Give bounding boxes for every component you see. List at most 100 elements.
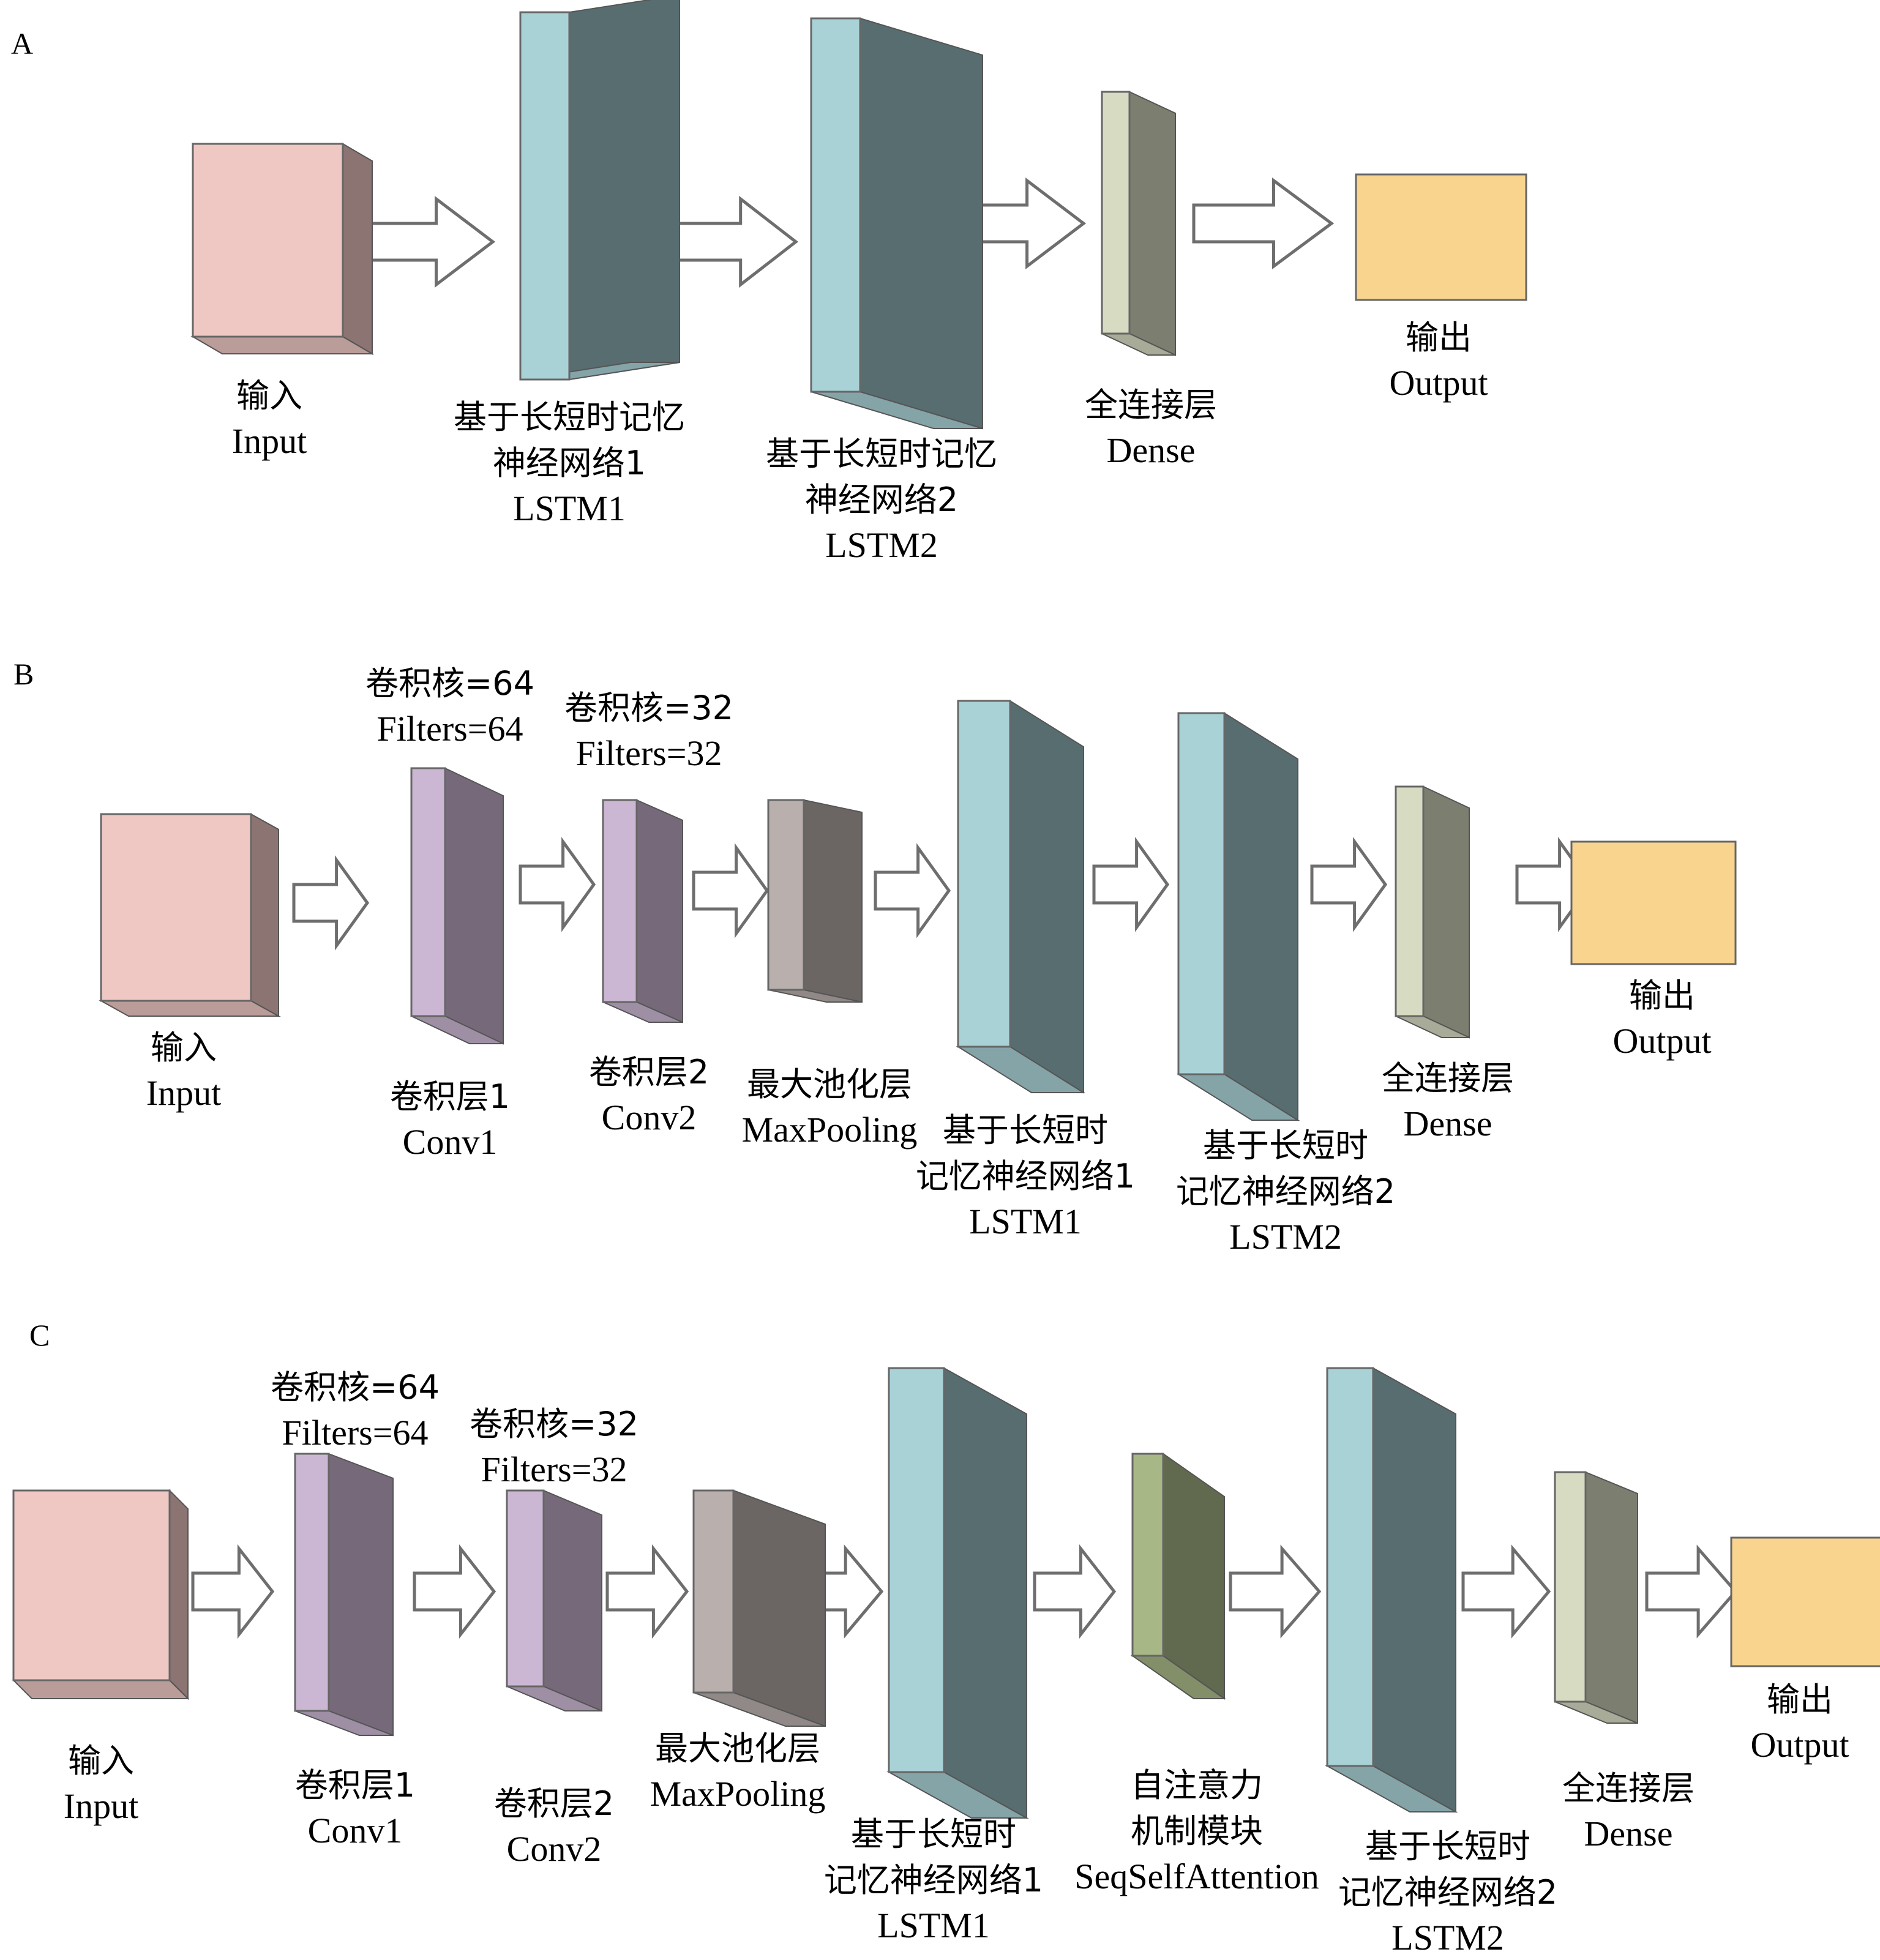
block-front-face — [12, 1489, 171, 1681]
block-front-face — [888, 1367, 945, 1773]
block-label: 最大池化层 — [655, 1729, 820, 1768]
block-label: 记忆神经网络2 — [1176, 1172, 1395, 1211]
block-front-face — [410, 767, 446, 1017]
block-dense-4 — [1101, 91, 1176, 356]
block-side-face — [859, 17, 983, 430]
block-label: 记忆神经网络1 — [916, 1157, 1135, 1195]
block-conv-3 — [506, 1489, 602, 1712]
block-label: LSTM1 — [513, 488, 626, 528]
filter-count-label: Filters=64 — [282, 1413, 429, 1453]
block-front-face — [1570, 840, 1737, 965]
block-label: 机制模块 — [1131, 1812, 1263, 1850]
block-label: 输出 — [1406, 318, 1472, 357]
block-label: 卷积层1 — [295, 1766, 415, 1805]
flow-arrow-icon — [1310, 837, 1388, 932]
block-label: Conv2 — [507, 1829, 602, 1869]
flow-arrow-icon — [519, 837, 596, 932]
flow-arrow-icon — [1645, 1544, 1738, 1639]
block-output-8 — [1570, 840, 1737, 965]
block-label: 输出 — [1767, 1680, 1833, 1719]
block-output-5 — [1355, 173, 1527, 301]
block-label: Dense — [1404, 1104, 1492, 1143]
block-label: Dense — [1584, 1814, 1673, 1853]
block-label: 记忆神经网络1 — [824, 1861, 1043, 1899]
block-label: Conv2 — [602, 1098, 697, 1137]
block-bottom-face — [99, 1000, 281, 1017]
block-label: 全连接层 — [1562, 1769, 1695, 1808]
block-label: 输入 — [236, 376, 302, 415]
flow-arrow-icon — [1461, 1544, 1551, 1639]
block-front-face — [192, 143, 344, 338]
block-front-face — [1355, 173, 1527, 301]
flow-arrow-icon — [292, 855, 370, 951]
block-side-face — [569, 0, 680, 381]
block-lstm-5 — [956, 700, 1086, 1094]
block-label: Input — [232, 421, 307, 461]
block-label: 卷积层1 — [390, 1077, 510, 1116]
block-label: 卷积层2 — [494, 1784, 614, 1823]
block-front-face — [692, 1489, 735, 1694]
block-label: MaxPooling — [742, 1110, 918, 1150]
block-front-face — [767, 799, 805, 991]
block-label: SeqSelfAttention — [1074, 1857, 1319, 1896]
block-side-face — [1373, 1367, 1456, 1813]
flow-arrow-icon — [356, 195, 496, 288]
block-dense-8 — [1554, 1471, 1638, 1724]
block-front-face — [1395, 785, 1425, 1017]
block-conv-2 — [410, 767, 504, 1045]
block-side-face — [543, 1489, 602, 1712]
block-label: 基于长短时 — [851, 1815, 1016, 1853]
block-label: LSTM1 — [969, 1202, 1082, 1241]
block-label: Output — [1389, 363, 1488, 403]
block-label: 输入 — [68, 1741, 134, 1780]
block-input-1 — [12, 1489, 190, 1700]
block-label: 最大池化层 — [747, 1065, 912, 1104]
block-side-face — [342, 143, 373, 355]
flow-arrow-icon — [605, 1544, 689, 1639]
block-attention-6 — [1130, 1453, 1227, 1700]
block-label: 基于长短时 — [1203, 1126, 1368, 1165]
filter-count-label: 卷积核=32 — [470, 1405, 639, 1443]
block-front-face — [100, 813, 252, 1002]
block-lstm-6 — [1176, 712, 1300, 1121]
filter-count-label: 卷积核=64 — [365, 664, 534, 703]
block-side-face — [444, 767, 504, 1045]
block-label: Conv1 — [403, 1122, 498, 1162]
block-side-face — [1009, 700, 1084, 1094]
block-label: Conv1 — [308, 1811, 403, 1850]
panel-label: B — [13, 657, 34, 691]
block-label: 神经网络2 — [805, 481, 958, 519]
block-label: 基于长短时记忆 — [766, 435, 997, 473]
block-side-face — [733, 1489, 826, 1727]
block-label: 神经网络1 — [493, 444, 646, 482]
block-front-face — [506, 1489, 545, 1688]
flow-arrow-icon — [692, 843, 770, 938]
block-conv-3 — [602, 799, 683, 1023]
flow-arrow-icon — [662, 195, 799, 288]
filter-count-label: Filters=32 — [576, 733, 722, 773]
block-front-face — [957, 700, 1011, 1048]
block-label: LSTM2 — [1229, 1217, 1342, 1257]
flow-arrow-icon — [874, 843, 951, 938]
block-bottom-face — [190, 336, 375, 354]
block-label: 记忆神经网络2 — [1338, 1873, 1557, 1912]
block-side-face — [328, 1453, 394, 1737]
block-label: 输出 — [1629, 976, 1695, 1015]
block-side-face — [1129, 91, 1176, 356]
block-lstm-7 — [1325, 1367, 1458, 1813]
block-label: 卷积层2 — [589, 1053, 709, 1091]
block-label: 输入 — [151, 1028, 217, 1067]
block-label: Output — [1612, 1021, 1711, 1061]
block-side-face — [250, 813, 279, 1017]
block-front-face — [1326, 1367, 1374, 1767]
block-label: 全连接层 — [1085, 386, 1217, 424]
block-label: 基于长短时 — [1365, 1827, 1530, 1866]
panel-c: C输入Input卷积层1Conv1卷积核=64Filters=64卷积层2Con… — [12, 1318, 1880, 1958]
filter-count-label: 卷积核=32 — [564, 689, 733, 727]
flow-arrow-icon — [413, 1544, 496, 1639]
block-front-face — [1177, 712, 1226, 1075]
block-label: 自注意力 — [1131, 1766, 1263, 1805]
block-label: Output — [1750, 1725, 1849, 1765]
block-side-face — [943, 1367, 1027, 1819]
block-label: LSTM2 — [1391, 1918, 1504, 1958]
